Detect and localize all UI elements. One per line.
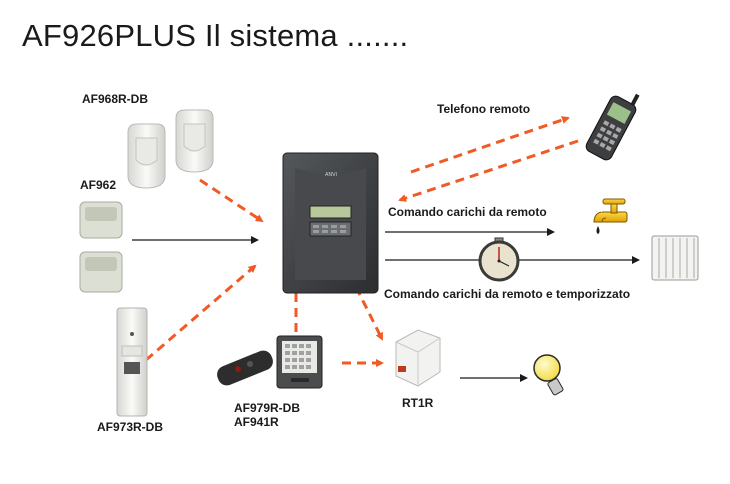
- label-rt1r: RT1R: [402, 396, 434, 410]
- arrow-panel-to-rt1r: [354, 286, 384, 341]
- stopwatch-icon: [478, 237, 520, 282]
- arrow-af968-to-panel: [199, 178, 264, 223]
- dashed-link-arrows: [145, 116, 579, 367]
- arrow-panel-to-phone: [410, 116, 570, 174]
- camera-sensor-icon: [79, 201, 123, 293]
- label-comando-carichi: Comando carichi da remoto: [388, 205, 547, 219]
- remote-keyfob-icon: [217, 350, 273, 386]
- panel-brand: ANVI: [325, 172, 337, 178]
- label-af962: AF962: [80, 178, 117, 192]
- keypad-icon: [276, 335, 323, 389]
- label-af973r-db: AF973R-DB: [97, 420, 164, 434]
- label-af979r-db: AF979R-DB: [234, 401, 301, 415]
- relay-module-icon: [395, 329, 441, 387]
- light-bulb-icon: [533, 354, 564, 396]
- arrow-phone-to-panel: [398, 139, 579, 202]
- page-title: AF926PLUS Il sistema .......: [22, 18, 409, 53]
- pir-sensor-icon: [127, 109, 214, 189]
- label-af941r: AF941R: [234, 415, 279, 429]
- label-comando-carichi-temporizzato: Comando carichi da remoto e temporizzato: [384, 287, 631, 301]
- label-af968r-db: AF968R-DB: [82, 92, 149, 106]
- arrow-af973-to-panel: [145, 264, 257, 362]
- radiator-icon: [651, 235, 699, 281]
- door-contact-icon: [116, 307, 148, 417]
- control-panel-icon: ANVI: [282, 152, 379, 294]
- mobile-phone-icon: [585, 93, 640, 161]
- label-telefono-remoto: Telefono remoto: [437, 102, 531, 116]
- water-tap-icon: [593, 198, 628, 234]
